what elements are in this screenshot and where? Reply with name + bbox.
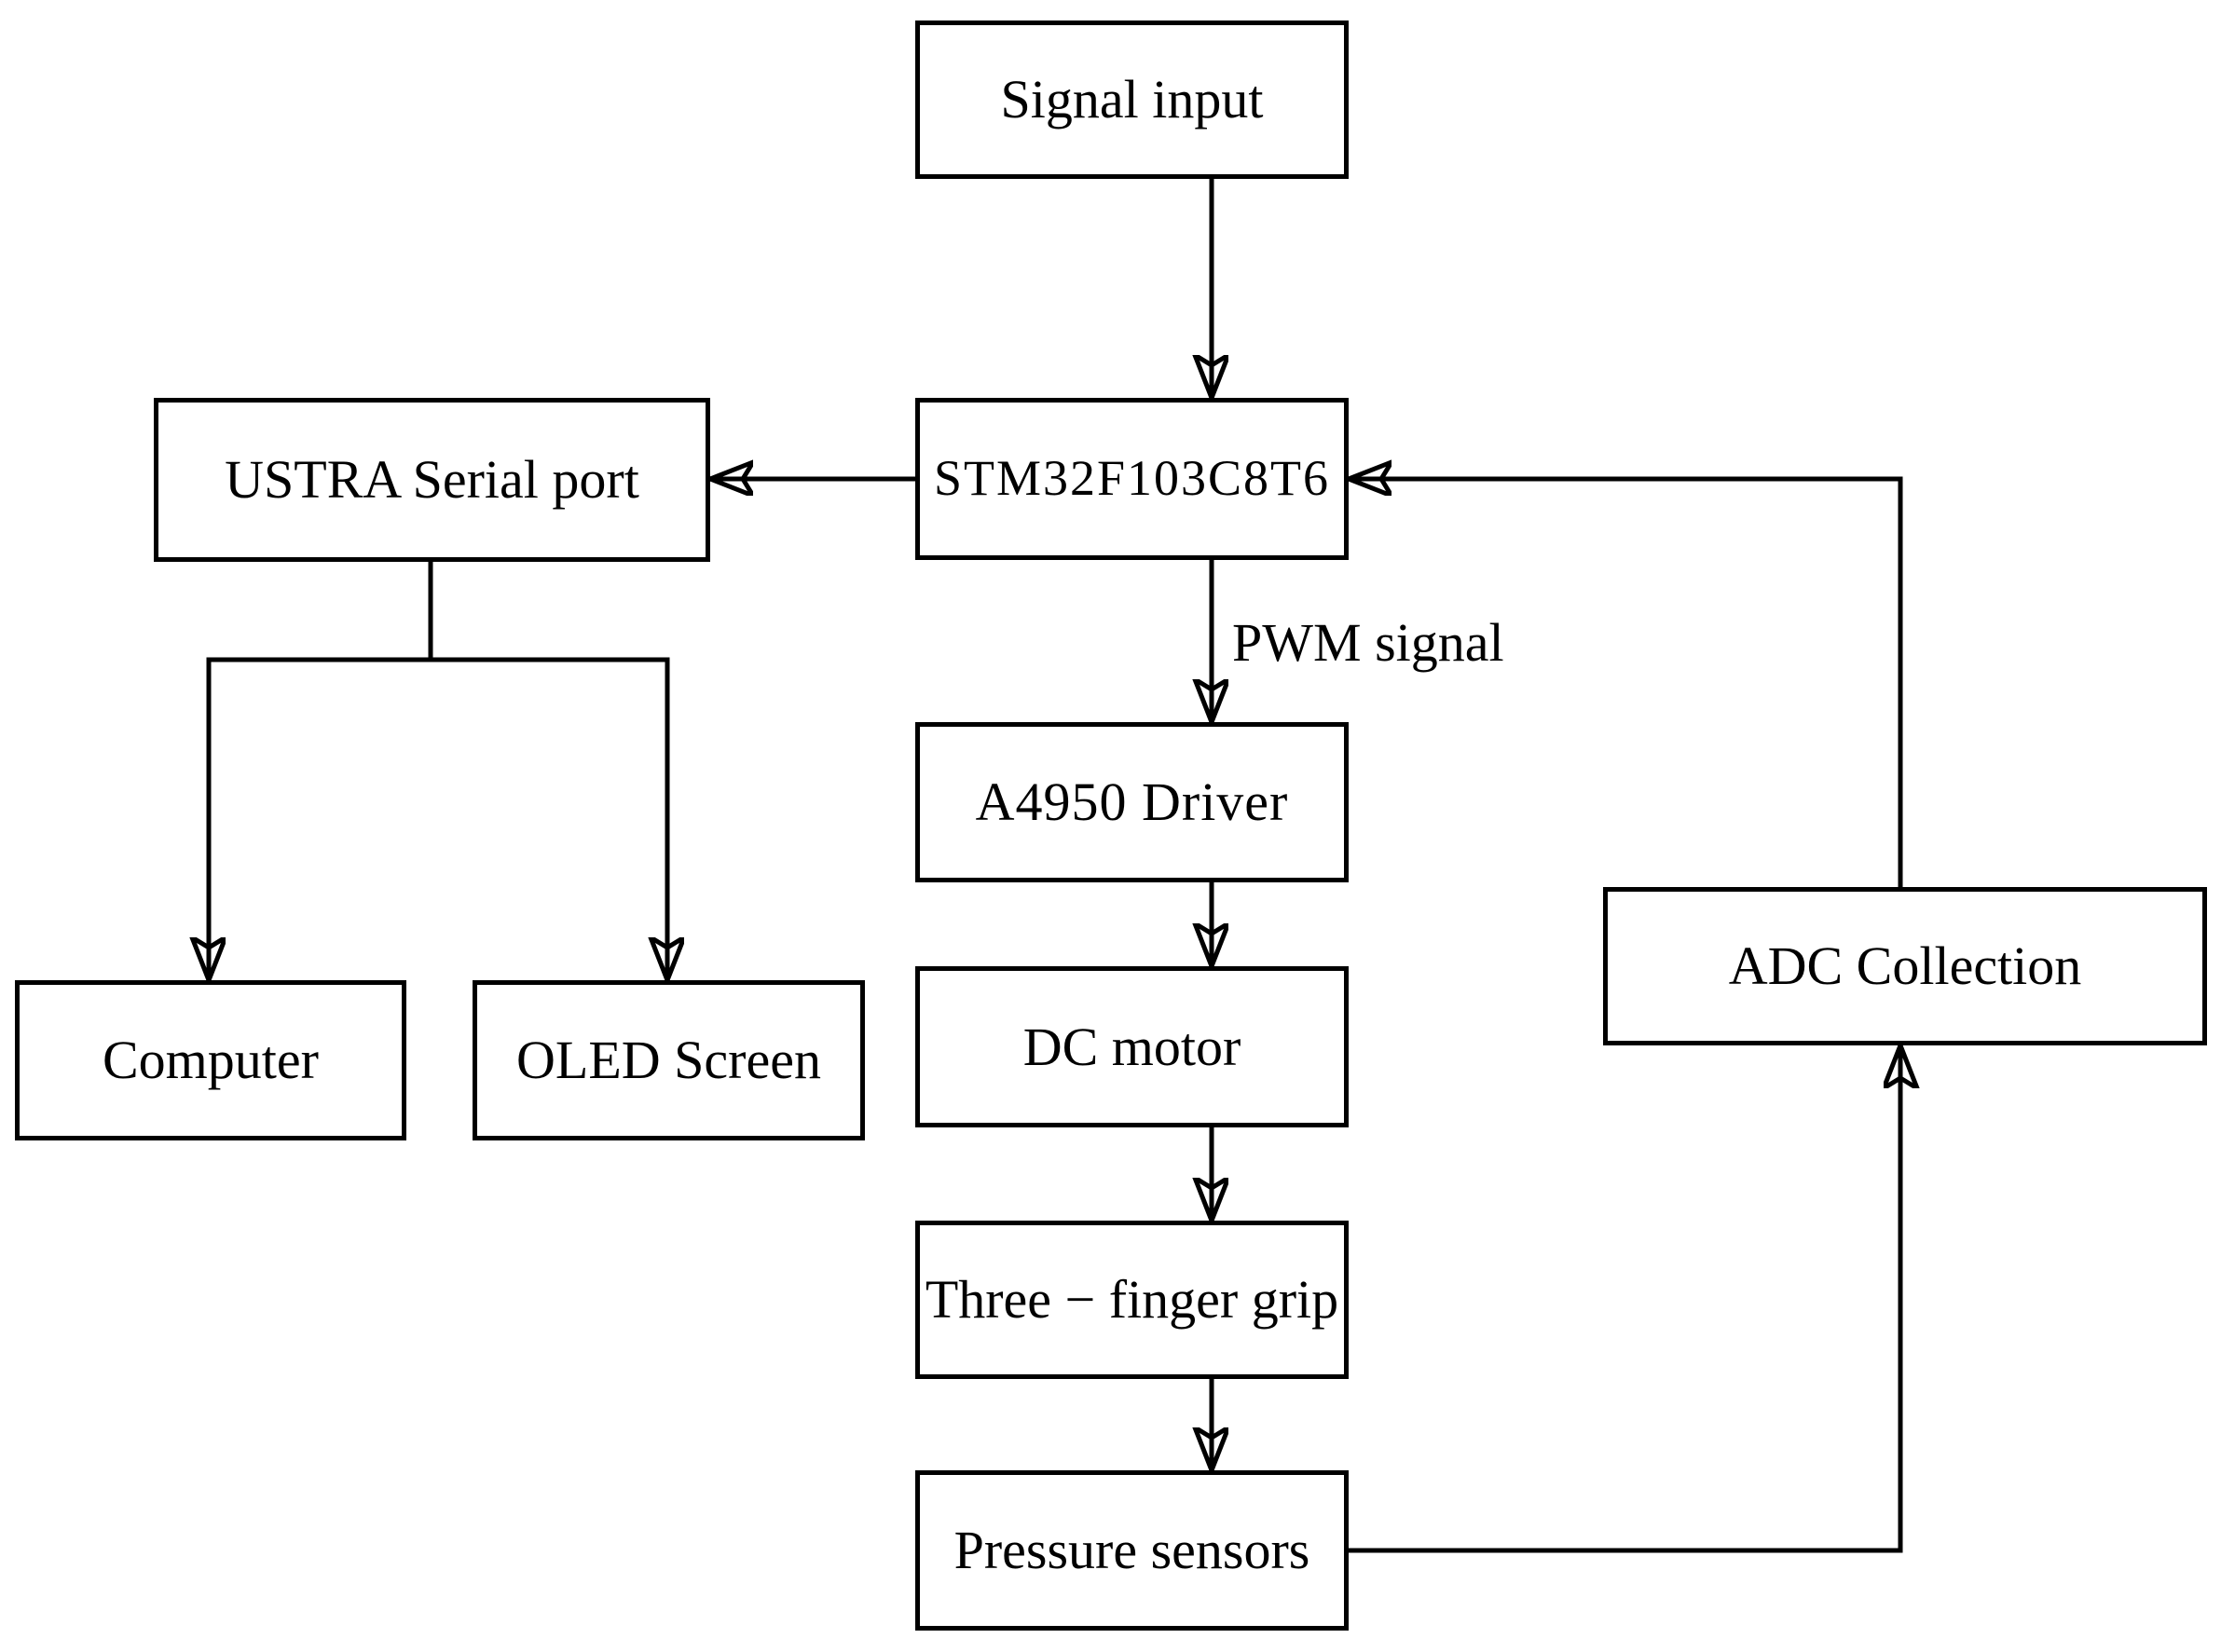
a4950-driver-node: A4950 Driver [915,722,1349,882]
oled-screen-label: OLED Screen [516,1030,821,1091]
signal-input-label: Signal input [1000,69,1264,130]
pressure-sensors-label: Pressure sensors [953,1520,1310,1581]
a4950-driver-label: A4950 Driver [975,771,1289,833]
stm32-node: STM32F103C8T6 [915,398,1349,560]
pwm-signal-edge-label: PWM signal [1232,612,1504,673]
computer-node: Computer [15,980,406,1140]
three-finger-grip-node: Three − finger grip [915,1221,1349,1379]
connector-pressure-sensors-to-adc-collection [1349,1045,1900,1553]
connector-adc-collection-to-stm32 [1349,479,1903,887]
ustra-serial-port-node: USTRA Serial port [154,398,710,562]
adc-collection-label: ADC Collection [1728,935,2082,997]
ustra-serial-port-label: USTRA Serial port [225,449,639,511]
oled-screen-node: OLED Screen [473,980,865,1140]
three-finger-grip-label: Three − finger grip [925,1269,1339,1331]
stm32-label: STM32F103C8T6 [933,450,1331,507]
signal-input-node: Signal input [915,20,1349,179]
computer-label: Computer [103,1030,319,1091]
dc-motor-label: DC motor [1022,1016,1241,1077]
dc-motor-node: DC motor [915,966,1349,1127]
pressure-sensors-node: Pressure sensors [915,1470,1349,1631]
adc-collection-node: ADC Collection [1603,887,2207,1045]
